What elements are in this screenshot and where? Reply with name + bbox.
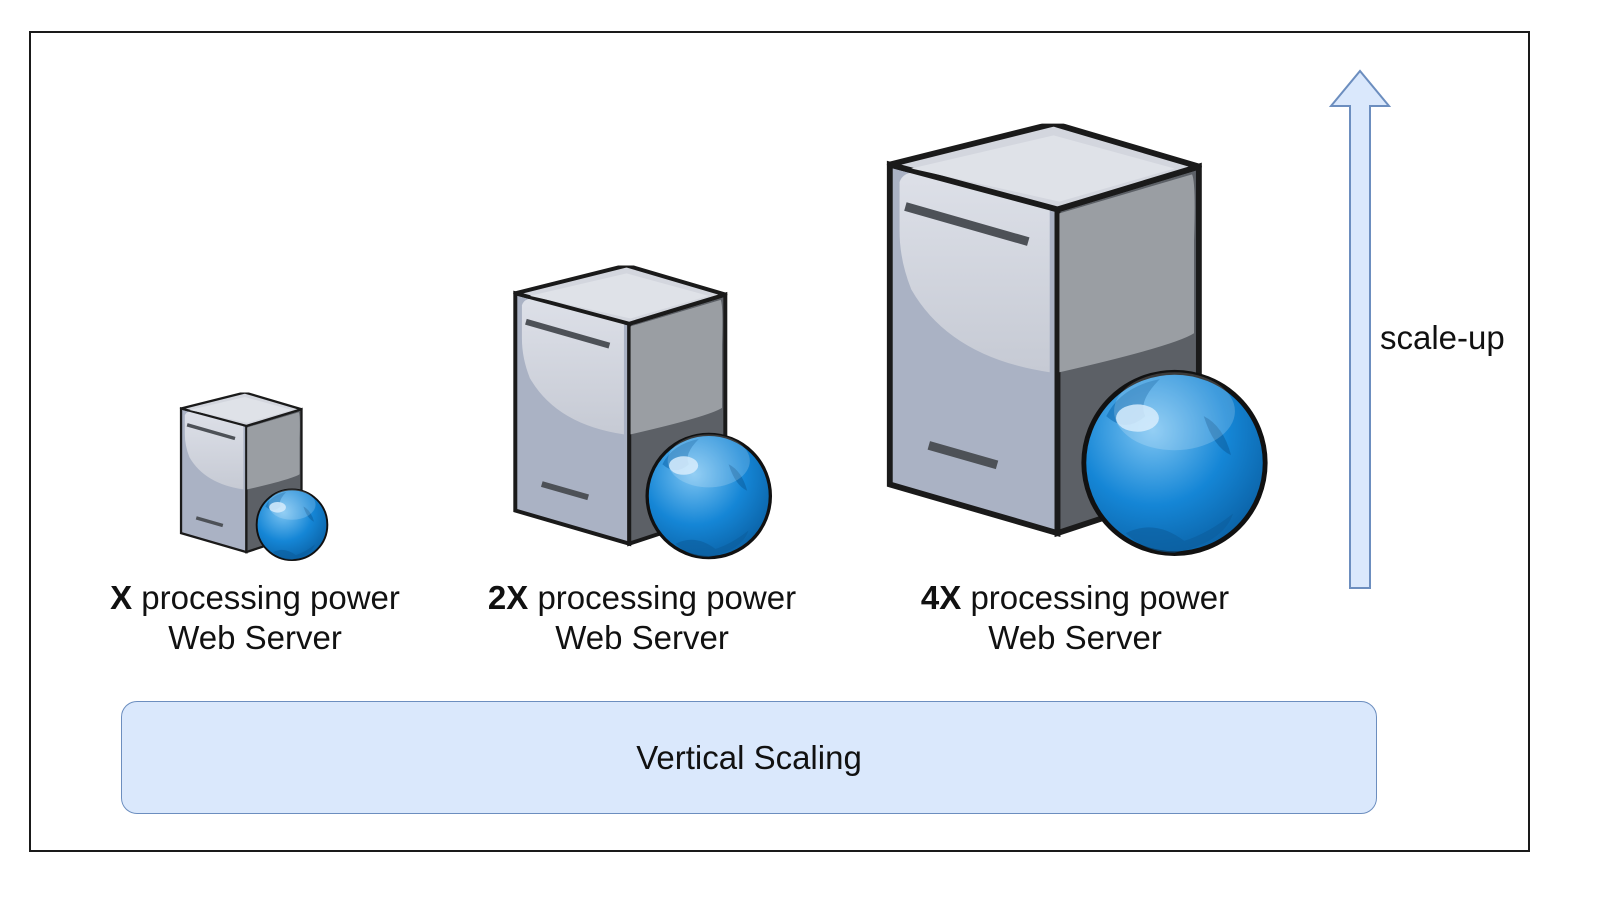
- up-arrow-icon: [1328, 69, 1392, 589]
- diagram-frame: [29, 31, 1530, 852]
- scale-up-label: scale-up: [1380, 319, 1505, 356]
- banner-label: Vertical Scaling: [636, 738, 862, 776]
- web-server-icon: [178, 392, 330, 564]
- web-server-icon: [882, 118, 1272, 568]
- server-caption-x: X processing power Web Server: [110, 579, 400, 656]
- server-caption-2x: 2X processing power Web Server: [487, 579, 797, 656]
- server-caption-4x: 4X processing power Web Server: [920, 579, 1230, 656]
- web-server-icon: [510, 262, 775, 567]
- vertical-scaling-banner: Vertical Scaling: [121, 701, 1377, 814]
